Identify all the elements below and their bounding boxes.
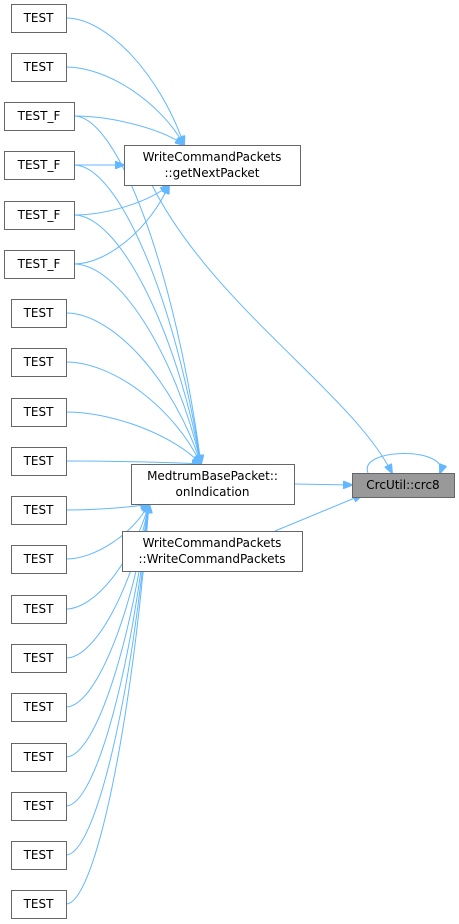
node-t1-label-0: TEST [23, 11, 55, 25]
node-t9[interactable]: TEST [11, 595, 67, 624]
edge-crc-to-crc [366, 453, 441, 474]
node-tf2-box[interactable] [4, 151, 75, 180]
node-t4-label-0: TEST [23, 355, 55, 369]
node-t1[interactable]: TEST [11, 4, 67, 33]
node-t15-label-0: TEST [23, 897, 55, 911]
node-t2-box[interactable] [11, 53, 67, 82]
node-t10[interactable]: TEST [11, 644, 67, 673]
node-gnp[interactable]: WriteCommandPackets::getNextPacket [124, 145, 301, 186]
node-t11[interactable]: TEST [11, 693, 67, 722]
node-t13-box[interactable] [11, 792, 67, 821]
node-t4[interactable]: TEST [11, 348, 67, 377]
edge-tf4-to-oni [73, 263, 201, 464]
node-t1-box[interactable] [11, 4, 67, 33]
node-t11-label-0: TEST [23, 700, 55, 714]
node-t3-label-0: TEST [23, 306, 55, 320]
edge-t14-to-oni [65, 504, 149, 856]
node-t5-box[interactable] [11, 398, 67, 427]
node-gnp-label-1: ::getNextPacket [164, 166, 259, 180]
node-t14[interactable]: TEST [11, 841, 67, 870]
node-tf2-label-0: TEST_F [17, 158, 61, 172]
node-gnp-label-0: WriteCommandPackets [143, 150, 282, 164]
node-t8-label-0: TEST [23, 552, 55, 566]
node-tf4-label-0: TEST_F [17, 257, 61, 271]
node-tf2[interactable]: TEST_F [4, 151, 75, 180]
node-tf3-label-0: TEST_F [17, 208, 61, 222]
node-oni-label-1: onIndication [176, 485, 250, 499]
edge-t1-to-gnp [65, 17, 184, 145]
node-tf3-box[interactable] [4, 201, 75, 230]
node-t8[interactable]: TEST [11, 545, 67, 574]
node-t15[interactable]: TEST [11, 890, 67, 919]
node-t14-label-0: TEST [23, 848, 55, 862]
edge-tf3-to-oni [73, 214, 201, 464]
node-t12[interactable]: TEST [11, 743, 67, 772]
node-t5[interactable]: TEST [11, 398, 67, 427]
edges-layer [65, 17, 441, 905]
edge-t6-to-oni [65, 461, 201, 464]
node-t6[interactable]: TEST [11, 447, 67, 476]
node-t5-label-0: TEST [23, 405, 55, 419]
edge-t5-to-oni [65, 411, 201, 464]
node-t12-box[interactable] [11, 743, 67, 772]
node-tf3[interactable]: TEST_F [4, 201, 75, 230]
nodes-layer: TEST TEST TEST_F TEST_F TEST_F TEST_F TEST TEST… [4, 4, 455, 919]
node-tf4-box[interactable] [4, 250, 75, 279]
edge-tf1-to-oni [73, 115, 201, 464]
node-t3[interactable]: TEST [11, 299, 67, 328]
node-tf1-label-0: TEST_F [17, 109, 61, 123]
node-t9-box[interactable] [11, 595, 67, 624]
edge-tf1-to-gnp [73, 115, 184, 145]
edge-tf4-to-gnp [73, 185, 169, 265]
edge-t15-to-oni [65, 504, 149, 905]
node-t10-label-0: TEST [23, 651, 55, 665]
node-t7-box[interactable] [11, 496, 67, 525]
node-t9-label-0: TEST [23, 602, 55, 616]
edge-oni-to-crc [293, 484, 352, 485]
node-tf1[interactable]: TEST_F [4, 102, 75, 131]
edge-t3-to-oni [65, 312, 201, 464]
node-t11-box[interactable] [11, 693, 67, 722]
node-t4-box[interactable] [11, 348, 67, 377]
node-oni[interactable]: MedtrumBasePacket::onIndication [131, 464, 295, 505]
node-crc[interactable]: CrcUtil::crc8 [352, 473, 455, 498]
edge-t4-to-oni [65, 361, 201, 464]
node-wcp-label-1: ::WriteCommandPackets [139, 552, 286, 566]
node-t10-box[interactable] [11, 644, 67, 673]
node-crc-label-0: CrcUtil::crc8 [366, 478, 439, 492]
node-t13[interactable]: TEST [11, 792, 67, 821]
edge-t2-to-gnp [65, 66, 184, 145]
node-tf4[interactable]: TEST_F [4, 250, 75, 279]
node-t14-box[interactable] [11, 841, 67, 870]
node-gnp-box[interactable] [124, 145, 301, 186]
node-crc-box[interactable] [352, 473, 455, 498]
node-t13-label-0: TEST [23, 799, 55, 813]
node-t12-label-0: TEST [23, 750, 55, 764]
node-t15-box[interactable] [11, 890, 67, 919]
edge-wcp-to-crc [274, 495, 362, 532]
node-wcp-label-0: WriteCommandPackets [143, 536, 282, 550]
node-t6-box[interactable] [11, 447, 67, 476]
node-oni-box[interactable] [131, 464, 295, 505]
node-t7[interactable]: TEST [11, 496, 67, 525]
node-wcp[interactable]: WriteCommandPackets::WriteCommandPackets [122, 531, 303, 572]
edge-gnp-to-crc [151, 184, 392, 473]
node-t6-label-0: TEST [23, 454, 55, 468]
node-tf1-box[interactable] [4, 102, 75, 131]
node-t7-label-0: TEST [23, 503, 55, 517]
edge-tf2-to-oni [73, 164, 201, 464]
node-t2-label-0: TEST [23, 60, 55, 74]
edge-t9-to-oni [65, 504, 149, 610]
node-oni-label-0: MedtrumBasePacket:: [147, 469, 278, 483]
node-wcp-box[interactable] [122, 531, 303, 572]
node-t3-box[interactable] [11, 299, 67, 328]
node-t2[interactable]: TEST [11, 53, 67, 82]
node-t8-box[interactable] [11, 545, 67, 574]
